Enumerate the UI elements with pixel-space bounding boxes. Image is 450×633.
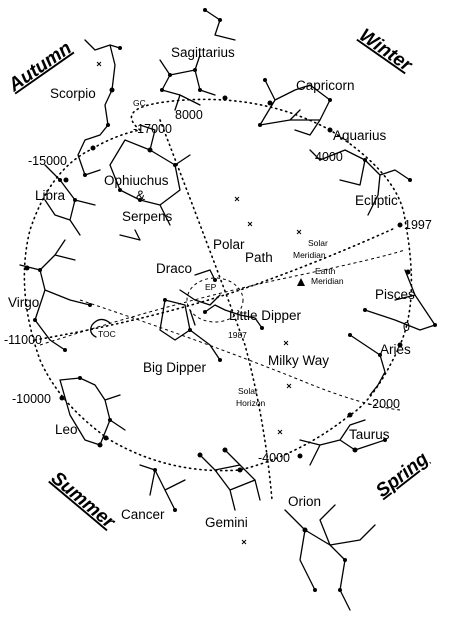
year-4000: 4000 xyxy=(315,150,343,164)
label-capricorn: Capricorn xyxy=(296,78,355,93)
constellation-leo xyxy=(59,376,126,448)
label-earth-meridian-1: Earth xyxy=(315,266,336,276)
constellation-little-dipper xyxy=(203,304,264,330)
label-solar-horizon-1: Solar xyxy=(238,386,258,396)
year-8000: 8000 xyxy=(175,108,203,122)
label-pisces: Pisces xyxy=(375,287,415,302)
label-solar-horizon-2: Horizon xyxy=(236,398,266,408)
label-solar-meridian-2: Meridian xyxy=(293,250,326,260)
label-earth-meridian-2: Meridian xyxy=(311,276,344,286)
solar-meridian-line xyxy=(34,227,396,341)
label-solar-meridian-1: Solar xyxy=(308,238,328,248)
label-big-dipper: Big Dipper xyxy=(143,360,207,375)
constellation-ophiuchus xyxy=(109,124,191,241)
ep-circle xyxy=(186,277,244,323)
season-winter: Winter xyxy=(355,25,417,77)
year-minus-2000: -2000 xyxy=(368,397,400,411)
constellation-gemini xyxy=(197,447,261,511)
label-serpens: Serpens xyxy=(122,209,173,224)
constellation-aries xyxy=(348,333,386,396)
constellation-capricorn xyxy=(258,78,332,136)
label-cancer: Cancer xyxy=(121,507,165,522)
season-spring: Spring xyxy=(372,448,433,502)
label-aries: Aries xyxy=(380,342,411,357)
constellation-taurus xyxy=(299,419,387,466)
milky-way-crosses xyxy=(96,61,302,545)
constellation-libra xyxy=(44,164,96,236)
label-sagittarius: Sagittarius xyxy=(171,45,235,60)
label-ampersand: & xyxy=(136,188,145,203)
earth-meridian-line xyxy=(39,249,406,346)
label-libra: Libra xyxy=(35,188,66,203)
label-milky-way: Milky Way xyxy=(268,353,329,368)
label-ecliptic: Ecliptic xyxy=(355,193,398,208)
year-minus-11000: -11000 xyxy=(4,333,42,347)
label-polar: Polar xyxy=(213,237,245,252)
label-leo: Leo xyxy=(55,422,78,437)
year-0: 0 xyxy=(403,320,410,334)
label-aquarius: Aquarius xyxy=(333,128,387,143)
label-toc: TOC xyxy=(98,329,116,339)
year-minus-17000: -17000 xyxy=(133,122,172,136)
label-orion: Orion xyxy=(288,494,321,509)
label-scorpio: Scorpio xyxy=(50,86,96,101)
reference-lines xyxy=(34,119,406,501)
year-minus-10000: -10000 xyxy=(12,392,51,406)
label-taurus: Taurus xyxy=(349,427,390,442)
constellation-big-dipper xyxy=(159,298,222,362)
label-year-1987: 1987 xyxy=(228,330,247,340)
year-minus-4000: -4000 xyxy=(258,451,290,465)
constellation-draco xyxy=(179,269,221,326)
constellation-aquarius xyxy=(309,149,412,216)
year-1997: 1997 xyxy=(404,218,432,232)
precession-circle xyxy=(23,98,413,472)
label-gc: GC xyxy=(133,98,146,108)
constellation-orion xyxy=(284,504,376,611)
label-ep: EP xyxy=(205,282,217,292)
label-ophiuchus: Ophiuchus xyxy=(104,173,169,188)
constellation-sagittarius xyxy=(159,8,236,111)
toc-arrow-icon xyxy=(90,318,111,338)
constellation-virgo xyxy=(19,239,92,352)
season-summer: Summer xyxy=(47,468,120,534)
constellation-scorpio xyxy=(77,39,122,177)
circle-tick-marks xyxy=(24,95,411,473)
label-draco: Draco xyxy=(156,261,192,276)
constellation-pisces xyxy=(363,269,437,331)
label-gemini: Gemini xyxy=(205,515,248,530)
year-minus-15000: -15000 xyxy=(28,154,67,168)
label-virgo: Virgo xyxy=(8,295,39,310)
polar-path-line xyxy=(159,119,273,501)
constellation-cancer xyxy=(139,464,186,512)
label-little-dipper: Little Dipper xyxy=(229,308,302,323)
meridian-arrow-icon xyxy=(297,278,305,286)
label-path: Path xyxy=(245,250,273,265)
